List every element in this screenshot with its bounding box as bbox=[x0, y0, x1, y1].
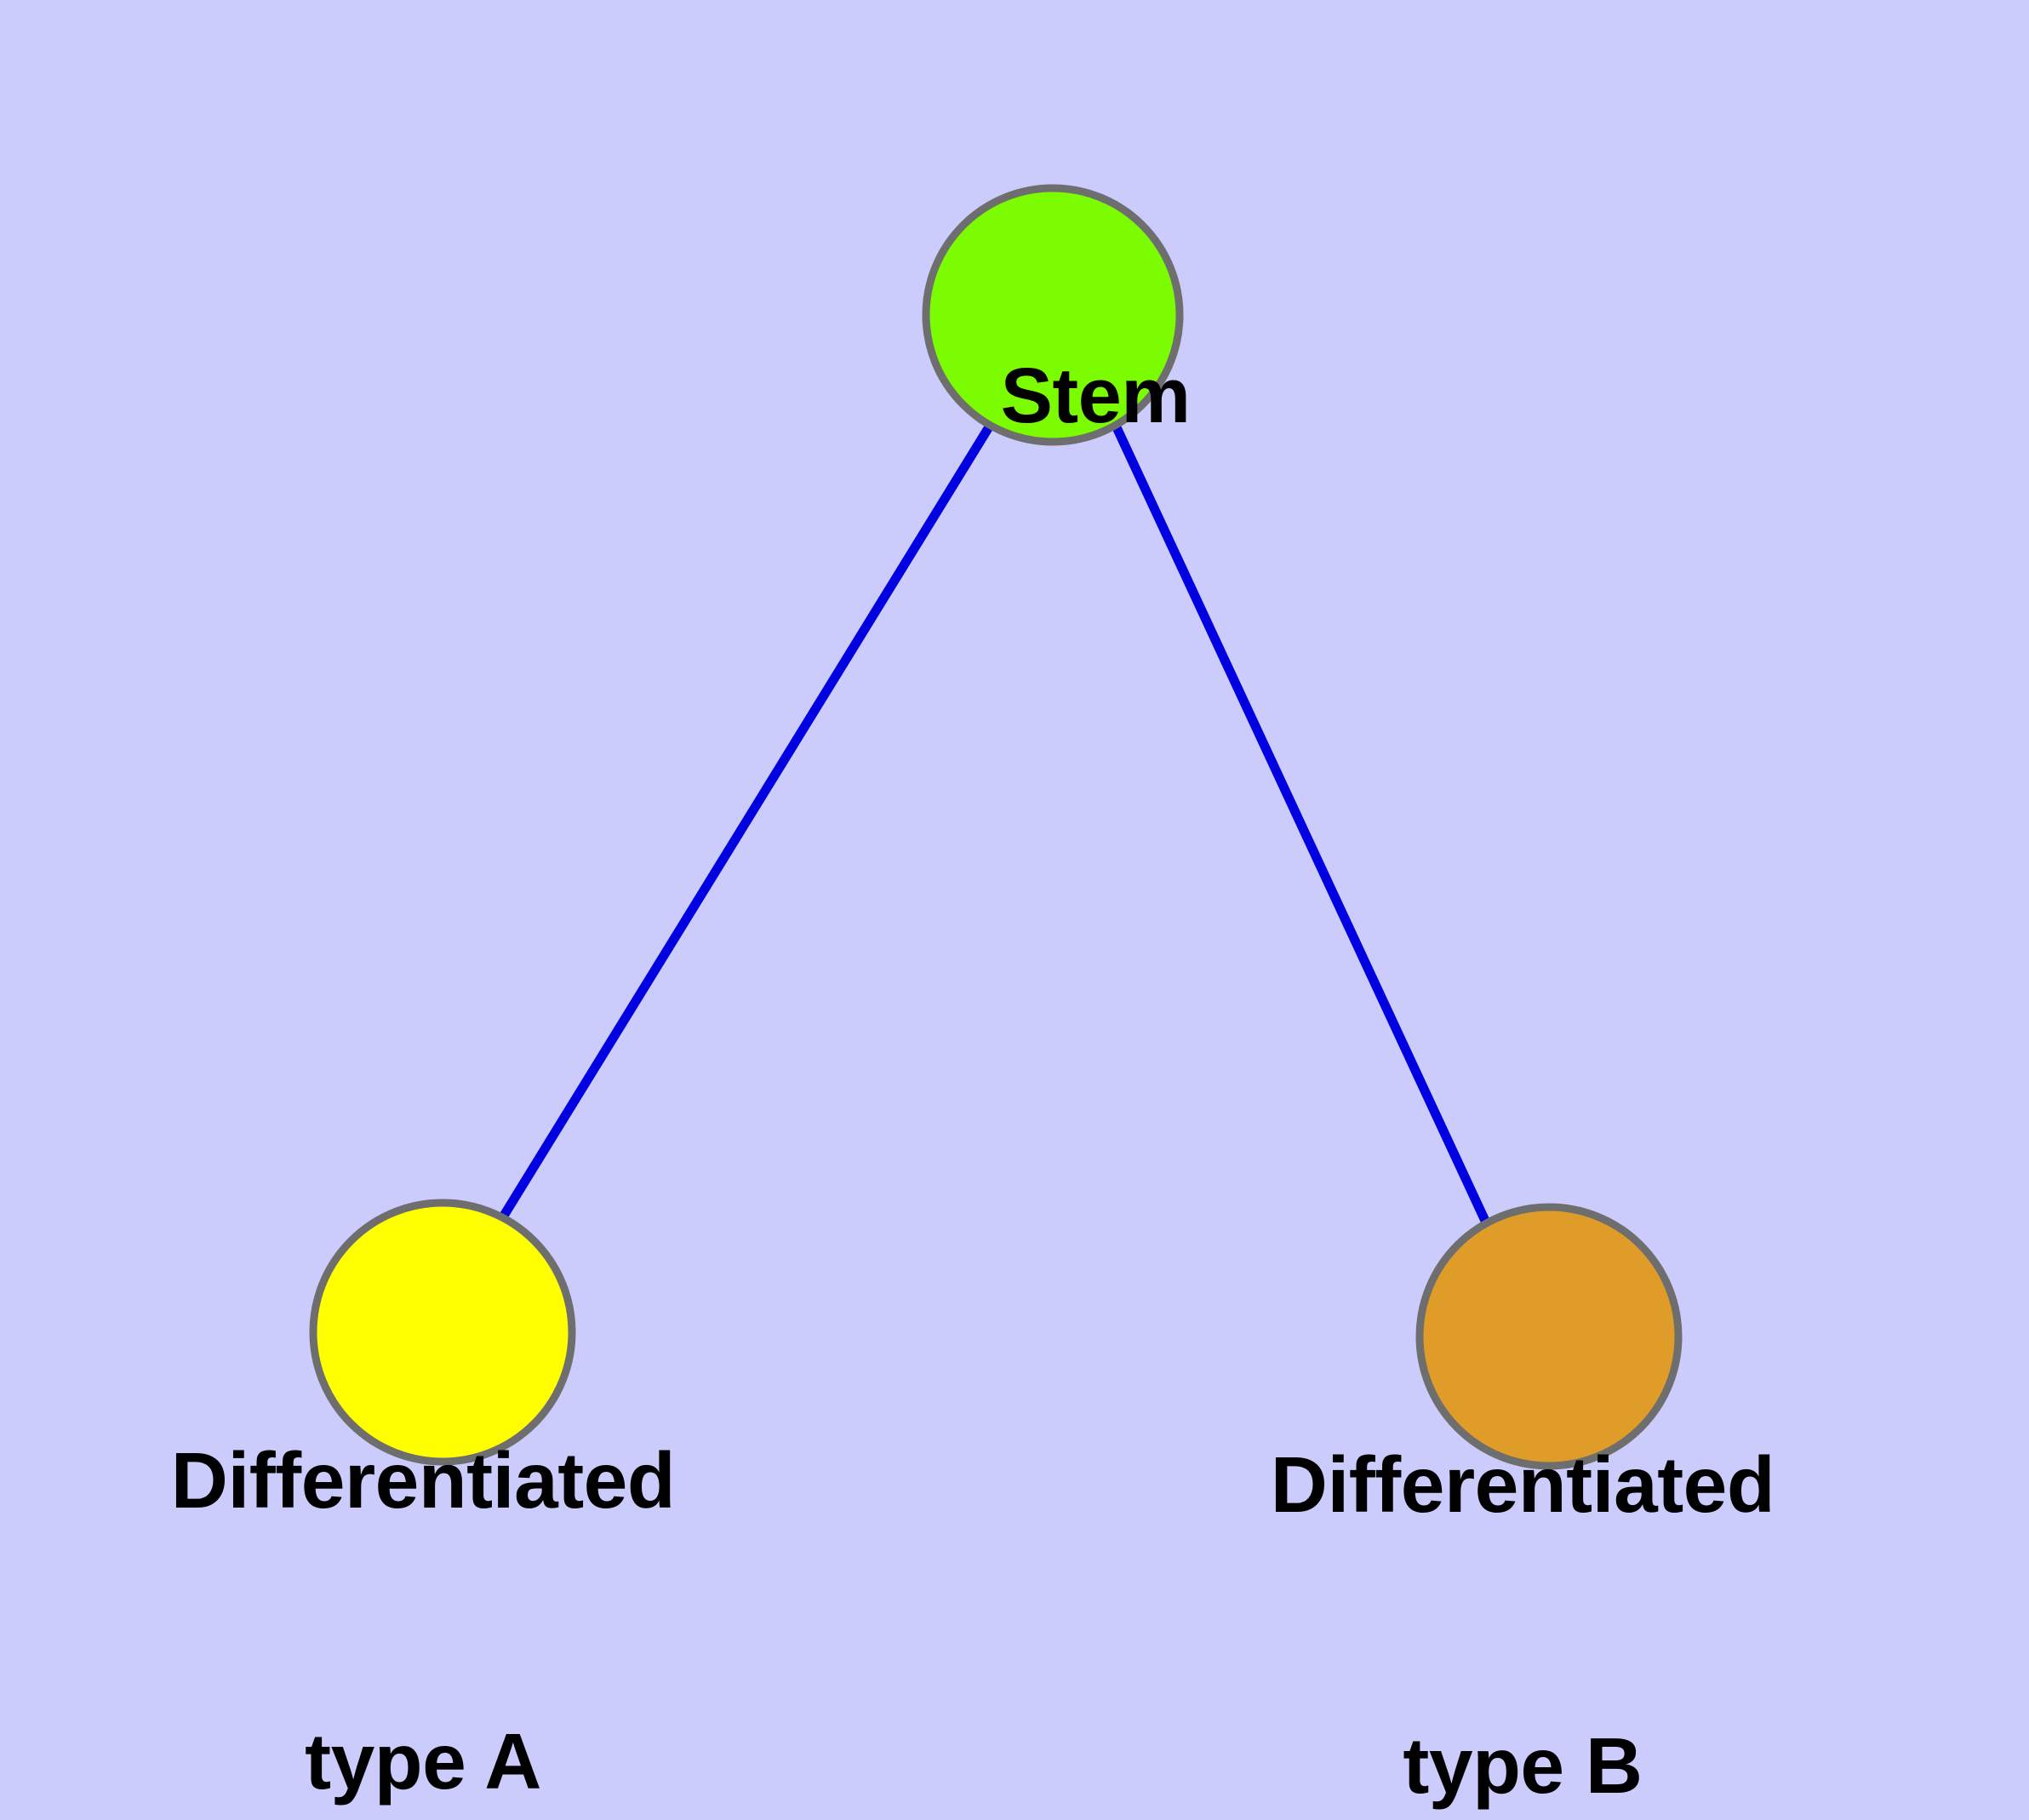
edge-stem-to-differentiated-type-a[interactable] bbox=[500, 423, 994, 1218]
node-differentiated-type-b[interactable] bbox=[1415, 1203, 1683, 1470]
edge-layer bbox=[500, 423, 1489, 1223]
node-layer bbox=[309, 184, 1683, 1470]
node-stem[interactable] bbox=[922, 184, 1184, 446]
node-differentiated-type-a[interactable] bbox=[309, 1199, 576, 1466]
edge-stem-to-differentiated-type-b[interactable] bbox=[1112, 423, 1489, 1223]
